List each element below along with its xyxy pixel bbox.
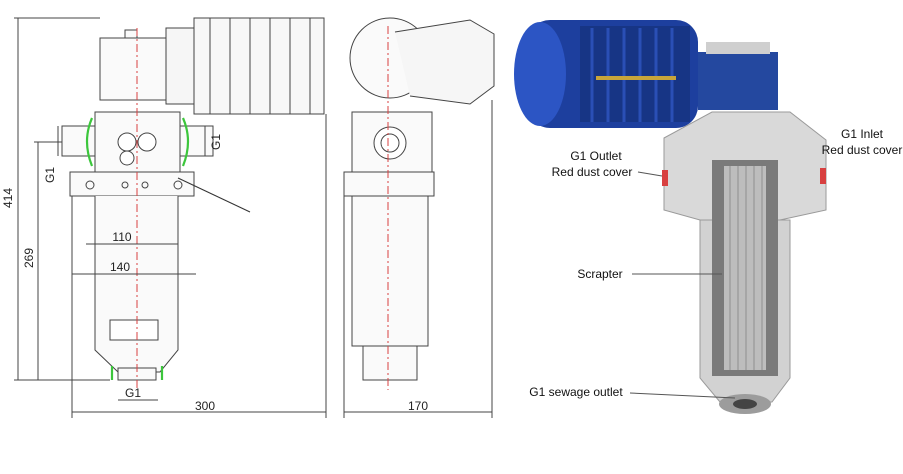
scraper-element: [724, 166, 766, 370]
inlet-dust-cover: [820, 168, 826, 184]
cutaway-render: [514, 20, 827, 414]
inlet-label-line2: Red dust cover: [822, 143, 903, 157]
front-height-body-label: 269: [22, 248, 36, 268]
front-width-110-label: 110: [112, 230, 131, 244]
side-width-total-label: 170: [408, 399, 428, 413]
front-width-140-label: 140: [110, 260, 130, 274]
outlet-dust-cover: [662, 170, 668, 186]
outlet-label-line1: G1 Outlet: [570, 149, 622, 163]
sewage-outlet-label: G1 sewage outlet: [529, 385, 623, 399]
inlet-label-line1: G1 Inlet: [841, 127, 884, 141]
outlet-label-line2: Red dust cover: [552, 165, 633, 179]
front-height-total-label: 414: [1, 188, 15, 208]
front-view-drawing: [14, 17, 327, 418]
front-port-bottom-label: G1: [125, 386, 141, 400]
front-port-inlet-label: G1: [209, 134, 223, 150]
side-view-drawing: [343, 17, 495, 418]
scraper-label: Scrapter: [577, 267, 622, 281]
front-width-total-label: 300: [195, 399, 215, 413]
front-port-outlet-label: G1: [43, 167, 57, 183]
